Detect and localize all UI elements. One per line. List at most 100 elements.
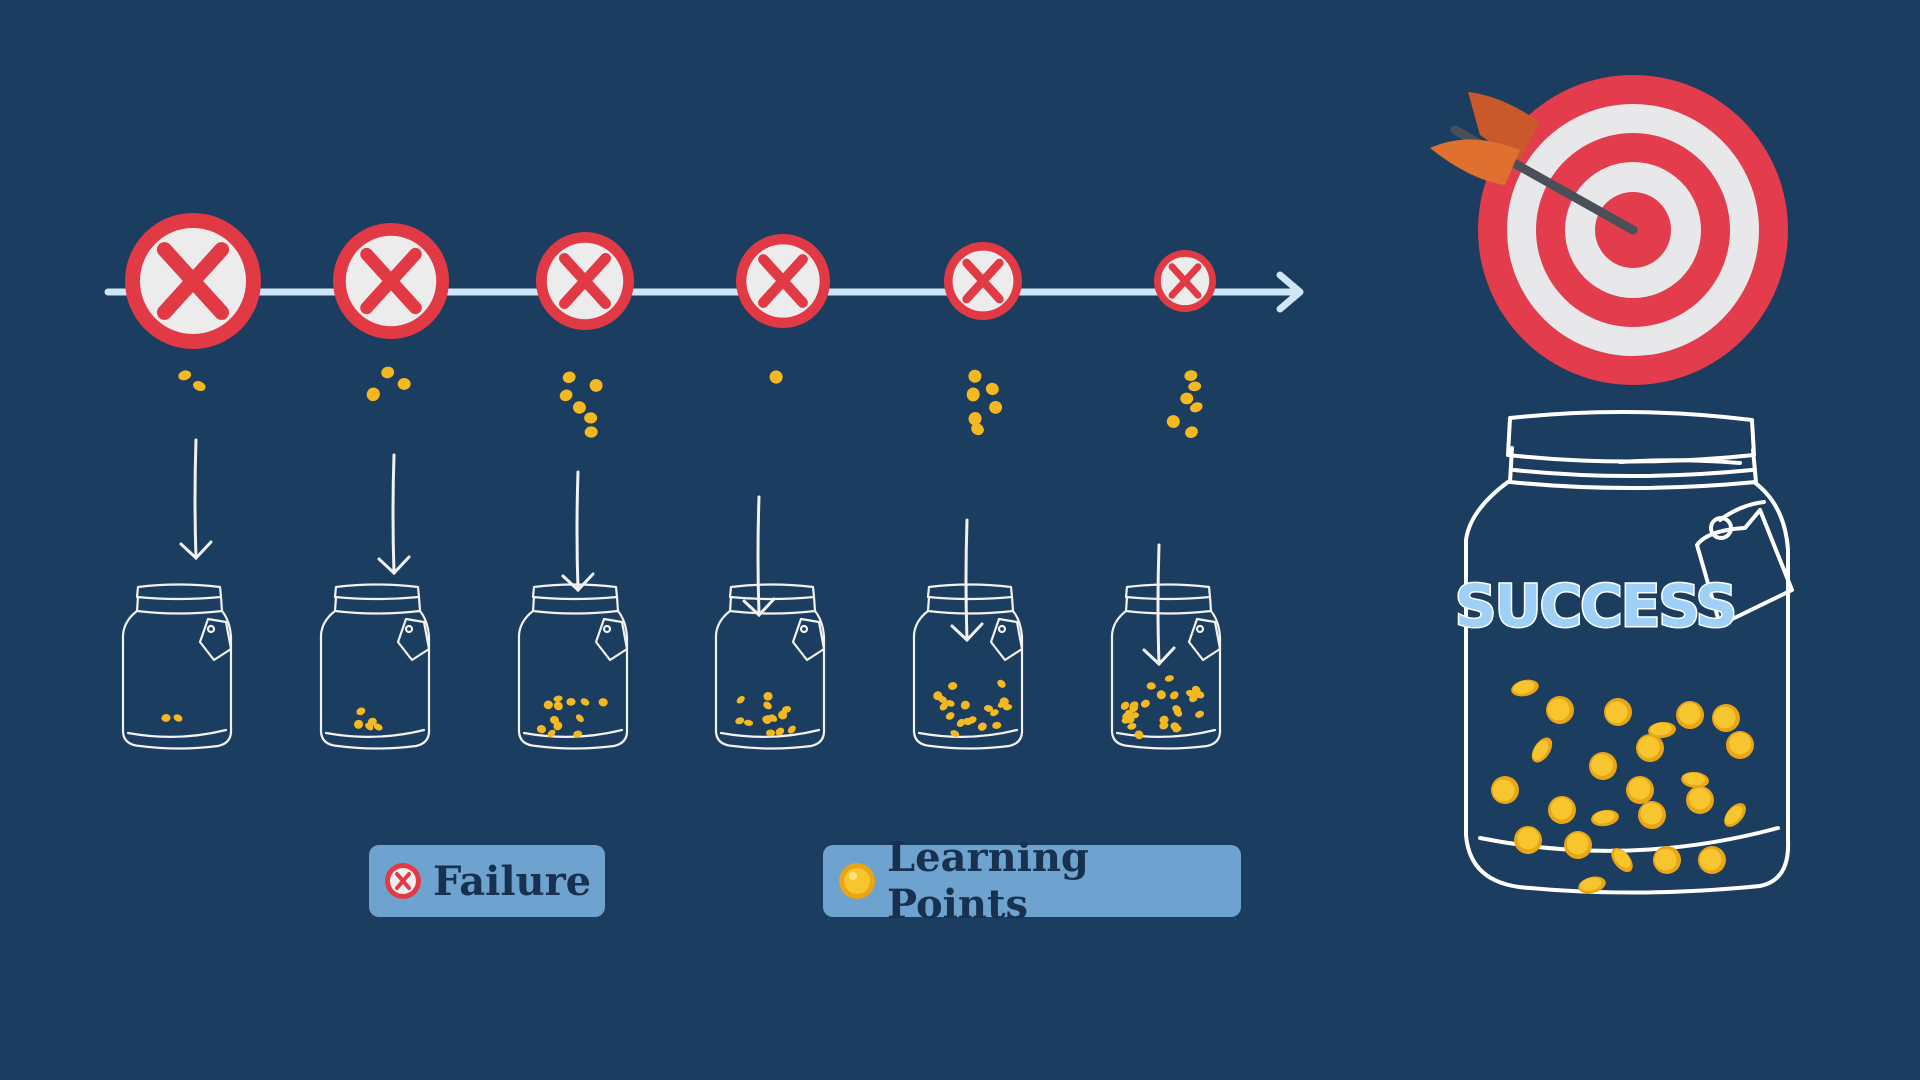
down-arrow-icon xyxy=(563,472,593,590)
falling-coins xyxy=(558,370,604,438)
coin xyxy=(744,719,754,726)
coin xyxy=(558,388,575,404)
coin xyxy=(584,412,597,423)
coin xyxy=(1680,771,1710,790)
coin xyxy=(1590,808,1620,828)
success-jar xyxy=(1466,412,1792,893)
coin xyxy=(1140,698,1152,709)
x-mark-icon xyxy=(383,861,423,901)
failure-stage xyxy=(123,213,261,749)
success-label: SUCCESS xyxy=(1455,572,1736,640)
coin xyxy=(1180,392,1193,404)
coin xyxy=(1133,729,1146,742)
coin xyxy=(398,378,411,390)
down-arrow-icon xyxy=(181,440,211,558)
coin xyxy=(191,379,207,393)
x-mark-icon xyxy=(944,242,1022,320)
coin xyxy=(763,691,773,701)
jar xyxy=(519,585,627,749)
coin xyxy=(992,721,1002,729)
coin xyxy=(584,426,598,438)
coin-icon xyxy=(837,861,877,901)
coin xyxy=(984,381,1000,397)
falling-coins xyxy=(966,368,1003,438)
coin xyxy=(1119,700,1131,712)
coin xyxy=(1147,682,1156,690)
success-coins xyxy=(1486,677,1760,896)
legend-learning-points-label: Learning Points xyxy=(887,834,1225,928)
coin xyxy=(1528,734,1557,766)
coin xyxy=(1543,791,1582,830)
legend-failure: Failure xyxy=(369,845,605,917)
down-arrow-icon xyxy=(1144,545,1174,664)
coin xyxy=(976,721,988,733)
coin xyxy=(1510,677,1541,699)
coin xyxy=(1708,700,1744,736)
coin xyxy=(1558,825,1597,864)
coin xyxy=(766,729,775,736)
coin xyxy=(947,681,957,690)
coin xyxy=(172,713,183,723)
coin xyxy=(177,369,192,382)
jar-coins xyxy=(734,691,797,737)
coin xyxy=(598,697,609,707)
coin xyxy=(1168,690,1180,701)
coin xyxy=(380,365,396,380)
failure-stage xyxy=(1112,250,1220,749)
coin xyxy=(161,714,171,723)
legend-failure-label: Failure xyxy=(433,858,591,905)
coin xyxy=(1694,842,1731,879)
coin xyxy=(1671,696,1709,734)
coin xyxy=(786,724,797,735)
coin xyxy=(589,378,604,393)
coin xyxy=(1599,693,1637,731)
falling-coins xyxy=(177,369,207,393)
coin xyxy=(1720,799,1750,831)
coin xyxy=(1127,722,1138,731)
coin xyxy=(734,716,745,725)
coin xyxy=(1164,674,1174,682)
coin xyxy=(1589,752,1617,780)
jar-coins xyxy=(931,678,1012,738)
coin xyxy=(996,678,1008,689)
coin xyxy=(352,718,364,730)
coin xyxy=(553,695,563,703)
coin xyxy=(762,700,774,711)
x-mark-icon xyxy=(125,213,261,349)
coin xyxy=(355,706,366,716)
jar xyxy=(716,585,824,749)
x-mark-icon xyxy=(1154,250,1216,312)
coin xyxy=(735,694,746,705)
failure-stage xyxy=(519,232,634,749)
failure-stage xyxy=(914,242,1022,749)
coin xyxy=(1188,381,1202,392)
coin xyxy=(1155,689,1168,701)
coin xyxy=(1681,781,1720,820)
coin xyxy=(1486,771,1525,810)
x-mark-icon xyxy=(333,223,449,339)
coin xyxy=(1158,714,1170,725)
timeline xyxy=(108,275,1300,309)
coin xyxy=(966,368,983,385)
coin xyxy=(542,699,554,710)
coin xyxy=(574,713,585,724)
coin xyxy=(1165,413,1182,430)
jar-coins xyxy=(161,713,184,723)
down-arrow-icon xyxy=(379,455,409,573)
failure-stage xyxy=(321,223,449,749)
coin xyxy=(561,370,577,384)
coin xyxy=(959,699,972,711)
jar-coins xyxy=(1119,674,1205,741)
jar-coins xyxy=(352,706,383,732)
coin xyxy=(1184,369,1199,382)
coin xyxy=(768,368,785,385)
coin xyxy=(1183,424,1200,440)
x-mark-icon xyxy=(736,234,830,328)
legend-learning-points: Learning Points xyxy=(823,845,1241,917)
x-mark-icon xyxy=(536,232,634,330)
coin xyxy=(1194,709,1205,719)
coin xyxy=(944,711,955,722)
coin xyxy=(566,698,576,706)
jar-coins xyxy=(536,695,609,739)
falling-coins xyxy=(768,368,785,385)
